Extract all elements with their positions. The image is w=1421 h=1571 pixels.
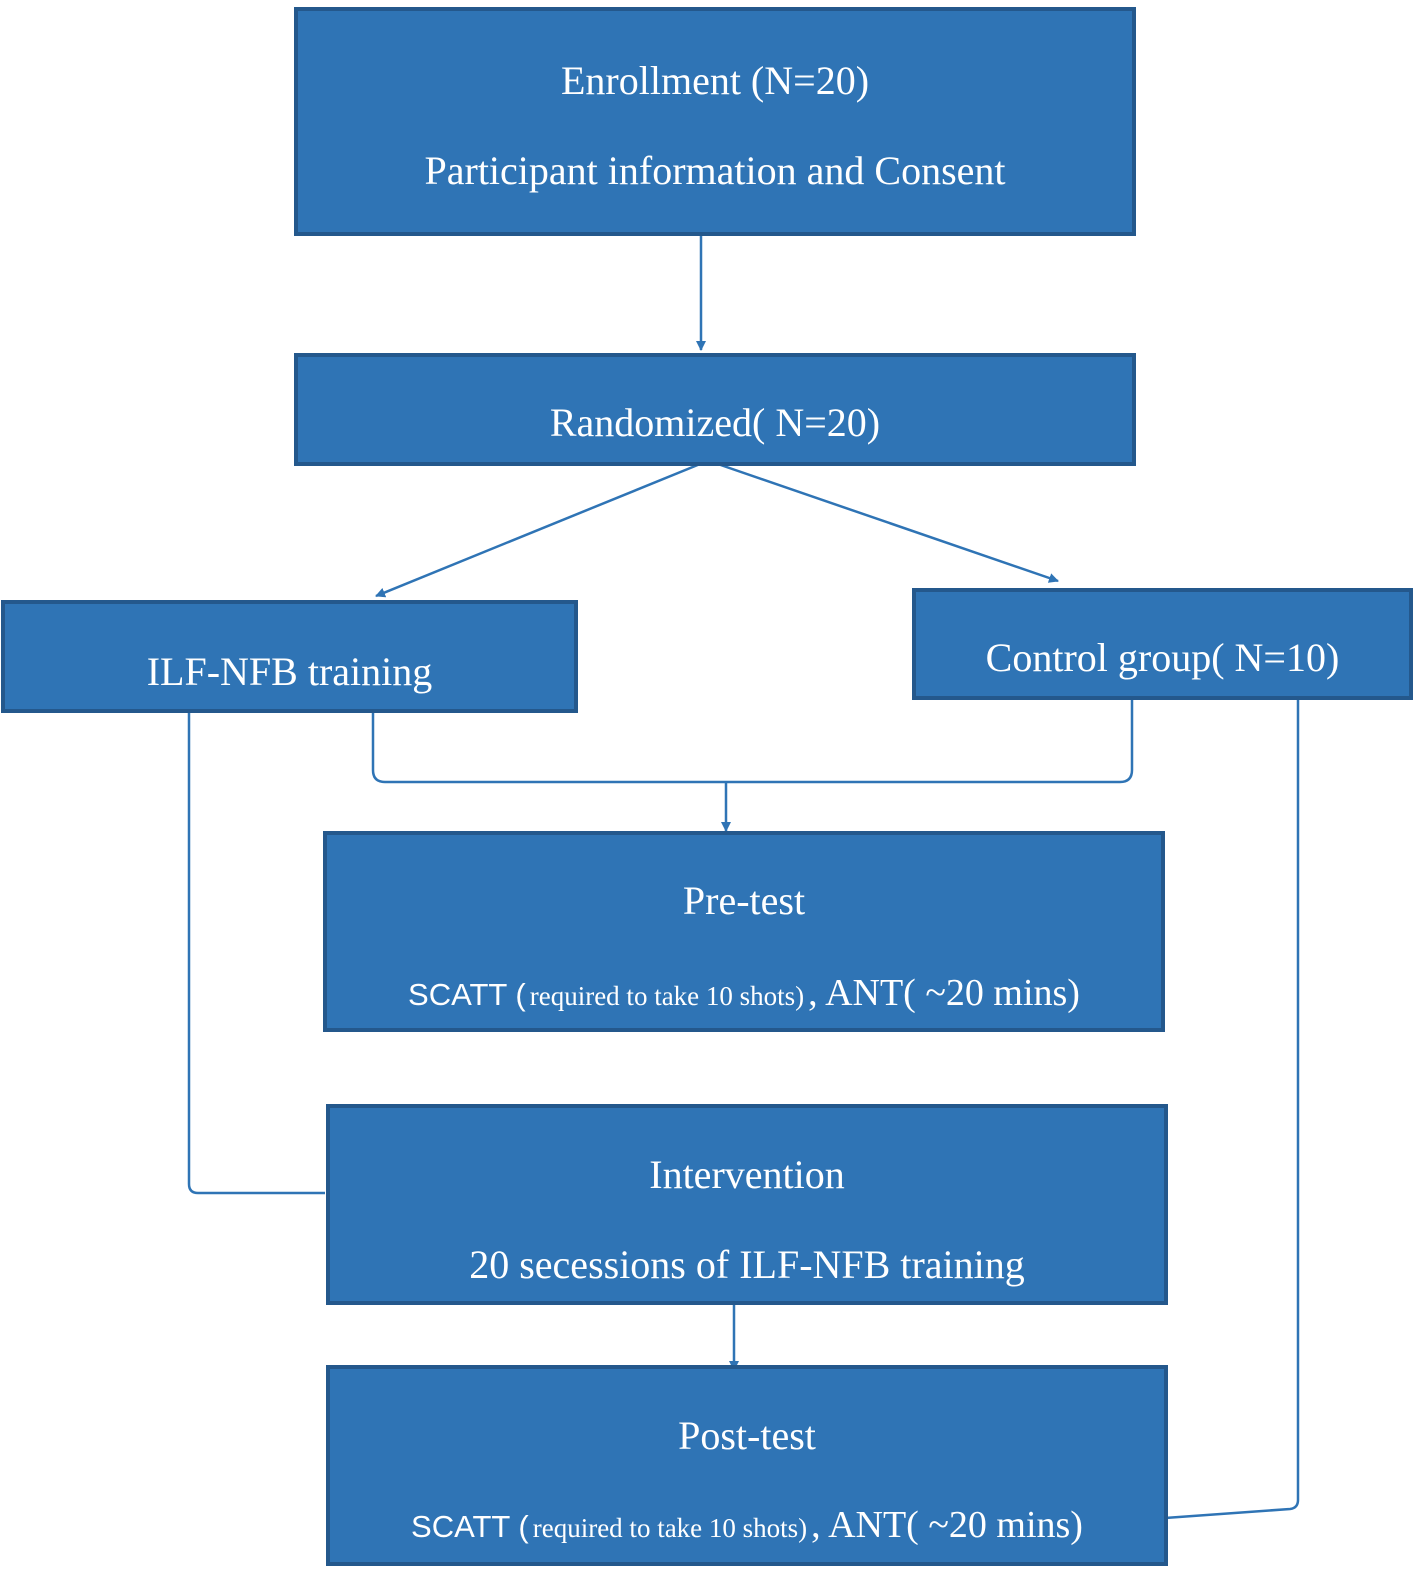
posttest-scatt: SCATT ( bbox=[411, 1509, 529, 1544]
posttest-title: Post-test bbox=[678, 1413, 816, 1458]
ilf-nfb-training-box: ILF-NFB training bbox=[1, 600, 578, 713]
intervention-box: Intervention 20 secessions of ILF-NFB tr… bbox=[326, 1104, 1168, 1305]
pretest-title: Pre-test bbox=[682, 878, 806, 923]
enrollment-box: Enrollment (N=20) Participant informatio… bbox=[294, 7, 1136, 236]
arrow-randomized-to-ilf bbox=[375, 460, 706, 598]
posttest-box: Post-test SCATT ( required to take 10 sh… bbox=[326, 1365, 1168, 1566]
control-group-title: Control group( N=10) bbox=[985, 635, 1340, 680]
control-group-box: Control group( N=10) bbox=[912, 588, 1413, 700]
enrollment-subtitle: Participant information and Consent bbox=[424, 148, 1006, 193]
randomized-title: Randomized( N=20) bbox=[549, 400, 881, 445]
connector-groups-merge bbox=[371, 700, 1134, 784]
connector-ilf-to-intervention bbox=[187, 704, 325, 1195]
pretest-scatt-note: required to take 10 shots) bbox=[529, 981, 805, 1011]
pretest-measures: SCATT ( required to take 10 shots) , ANT… bbox=[327, 971, 1161, 1015]
pretest-box: Pre-test SCATT ( required to take 10 sho… bbox=[323, 831, 1165, 1032]
posttest-scatt-note: required to take 10 shots) bbox=[532, 1513, 808, 1543]
randomized-box: Randomized( N=20) bbox=[294, 353, 1136, 466]
enrollment-title: Enrollment (N=20) bbox=[560, 58, 870, 103]
ilf-nfb-training-title: ILF-NFB training bbox=[146, 649, 433, 694]
posttest-ant: , ANT( ~20 mins) bbox=[811, 1504, 1083, 1546]
intervention-subtitle: 20 secessions of ILF-NFB training bbox=[469, 1242, 1025, 1287]
intervention-title: Intervention bbox=[649, 1152, 845, 1197]
arrow-randomized-to-control bbox=[711, 460, 1059, 583]
posttest-measures: SCATT ( required to take 10 shots) , ANT… bbox=[330, 1503, 1164, 1547]
pretest-ant: , ANT( ~20 mins) bbox=[808, 972, 1080, 1014]
pretest-scatt: SCATT ( bbox=[408, 977, 526, 1012]
